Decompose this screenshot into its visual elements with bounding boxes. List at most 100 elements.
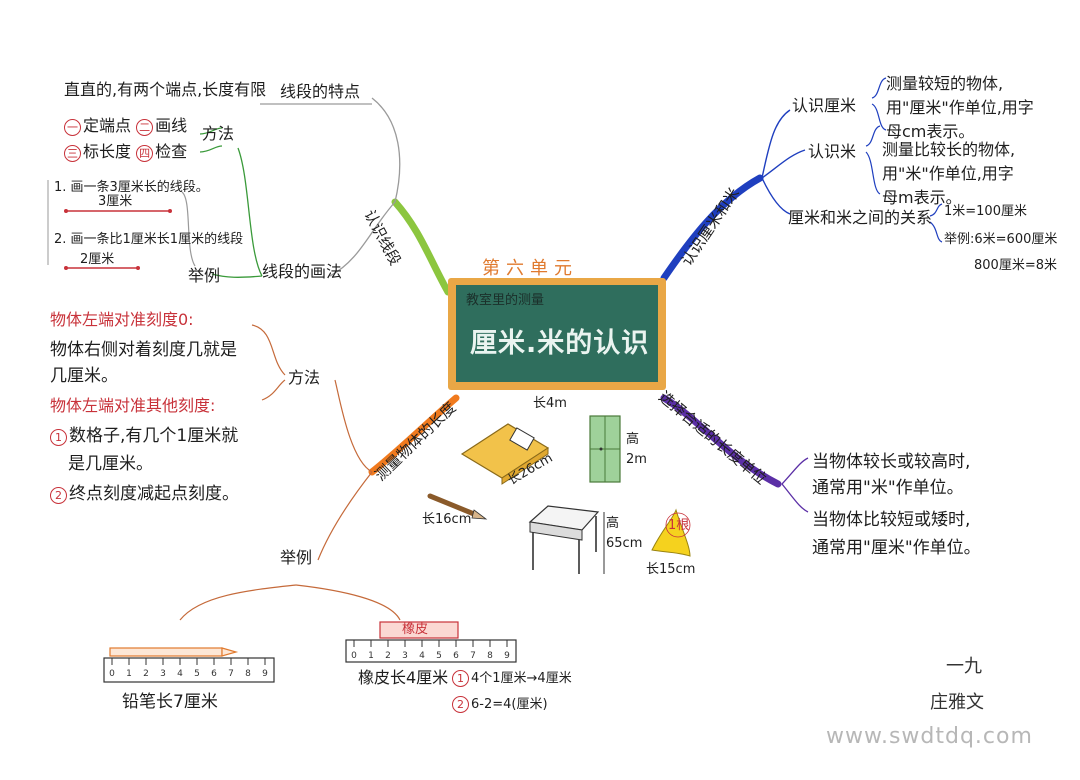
m-text-1: 测量比较长的物体, <box>882 140 1016 159</box>
ruler-tick-label: 0 <box>351 651 357 661</box>
m-label: 认识米 <box>808 142 857 161</box>
desk-drawing <box>528 505 605 574</box>
drawing-brace <box>237 147 263 277</box>
orange-branch-stroke <box>368 394 460 476</box>
ruler-tick-label: 3 <box>160 669 166 679</box>
ruler-tick-label: 8 <box>245 669 251 679</box>
m-brace <box>865 125 881 147</box>
unit-rule-2a: 当物体比较短或矮时, <box>812 510 971 530</box>
desk-caption-b: 65cm <box>606 536 643 551</box>
drawing-method-label: 方法 <box>202 124 235 143</box>
board-title: 厘米.米的认识 <box>470 328 650 359</box>
drawing-brace <box>211 273 263 278</box>
left-top-connector <box>329 201 396 277</box>
rule-1-title: 物体左端对准刻度0: <box>50 310 194 329</box>
right-top-connector <box>761 177 791 215</box>
right-bottom-connector <box>781 483 809 513</box>
example-brace <box>181 191 196 267</box>
rule-2-title: 物体左端对准其他刻度: <box>50 396 216 415</box>
example-1-text: 1. 画一条3厘米长的线段。 <box>54 180 209 195</box>
relation-3: 800厘米=8米 <box>974 258 1057 273</box>
segment-features-label: 线段的特点 <box>280 82 361 101</box>
method-brace-2 <box>261 379 286 401</box>
author-name: 庄雅文 <box>930 692 984 713</box>
cm-text-3: 母cm表示。 <box>886 122 975 141</box>
green-branch-stroke <box>391 198 452 296</box>
m-text-2: 用"米"作单位,用字 <box>882 164 1014 183</box>
right-top-connector <box>761 149 806 179</box>
banana-caption: 长15cm <box>646 562 696 577</box>
relation-label: 厘米和米之间的关系 <box>788 208 933 227</box>
author-class: 一九 <box>946 656 982 677</box>
ruler-tick-label: 6 <box>211 669 217 679</box>
board-length: 长4m <box>533 396 567 411</box>
ruler-tick-label: 5 <box>436 651 442 661</box>
m-brace <box>865 151 881 195</box>
blue-branch-stroke <box>660 174 764 282</box>
step-label: 检查 <box>155 142 188 161</box>
unit-rule-2b: 通常用"厘米"作单位。 <box>812 538 981 558</box>
step-number: 三 <box>64 145 81 162</box>
step-row-2: 三标长度 四检查 <box>64 142 187 162</box>
unit-rule-1a: 当物体较长或较高时, <box>812 452 971 472</box>
ruler-tick-label: 7 <box>470 651 476 661</box>
ruler-eraser <box>379 621 459 639</box>
method-brace <box>199 127 223 135</box>
example-2-text: 2. 画一条比1厘米长1厘米的线段 <box>54 232 244 247</box>
eraser-caption: 橡皮长4厘米 <box>358 668 449 687</box>
banana-drawing <box>651 508 691 557</box>
chalkboard-surface: 教室里的测量 厘米.米的认识 <box>456 285 658 382</box>
method-brace <box>199 145 223 153</box>
step-label: 标长度 <box>83 142 132 161</box>
ruler-tick-label: 7 <box>228 669 234 679</box>
ruler-tick-label: 4 <box>419 651 425 661</box>
pencil-object-caption: 长16cm <box>422 512 472 527</box>
unit-title: 第六单元 <box>482 258 578 279</box>
step-number: 四 <box>136 145 154 162</box>
book-drawing <box>460 423 550 485</box>
purple-branch-stroke <box>660 394 782 488</box>
ruler-tick-label: 3 <box>402 651 408 661</box>
method-brace-2 <box>251 324 286 376</box>
rule-1-detail-a: 物体右侧对着刻度几就是 <box>50 340 237 360</box>
cm-brace <box>871 77 887 99</box>
cm-brace <box>871 103 887 131</box>
cm-label: 认识厘米 <box>792 96 857 115</box>
door-drawing <box>589 415 621 483</box>
ruler-tick-label: 9 <box>262 669 268 679</box>
ruler-tick-label: 0 <box>109 669 115 679</box>
step-label: 定端点 <box>83 116 132 135</box>
rule-1-detail-b: 几厘米。 <box>50 366 118 386</box>
measure-method-label: 方法 <box>288 368 321 387</box>
step-label: 画线 <box>155 116 188 135</box>
step-number: 二 <box>136 119 154 136</box>
ruler-tick-label: 2 <box>385 651 391 661</box>
left-bottom-connector <box>317 471 373 561</box>
m-text-3: 母m表示。 <box>882 188 962 207</box>
relation-brace <box>929 221 943 243</box>
left-bottom-connector <box>334 379 373 473</box>
segment-features-text: 直直的,有两个端点,长度有限 <box>64 80 267 99</box>
relation-1: 1米=100厘米 <box>944 204 1027 219</box>
right-bottom-connector <box>781 457 809 485</box>
ruler-tick-label: 6 <box>453 651 459 661</box>
example-1-length: 3厘米 <box>98 194 133 209</box>
door-caption-a: 高 <box>626 432 640 447</box>
pencil-drawing <box>427 493 488 520</box>
ruler-tick-label: 8 <box>487 651 493 661</box>
ruler-tick-label: 1 <box>126 669 132 679</box>
ruler-tick-label: 2 <box>143 669 149 679</box>
example-2-length: 2厘米 <box>80 252 115 267</box>
step-number: 一 <box>64 119 81 136</box>
relation-2: 举例:6米=600厘米 <box>944 232 1058 247</box>
example-split <box>295 584 401 621</box>
cm-text-2: 用"厘米"作单位,用字 <box>886 98 1034 117</box>
